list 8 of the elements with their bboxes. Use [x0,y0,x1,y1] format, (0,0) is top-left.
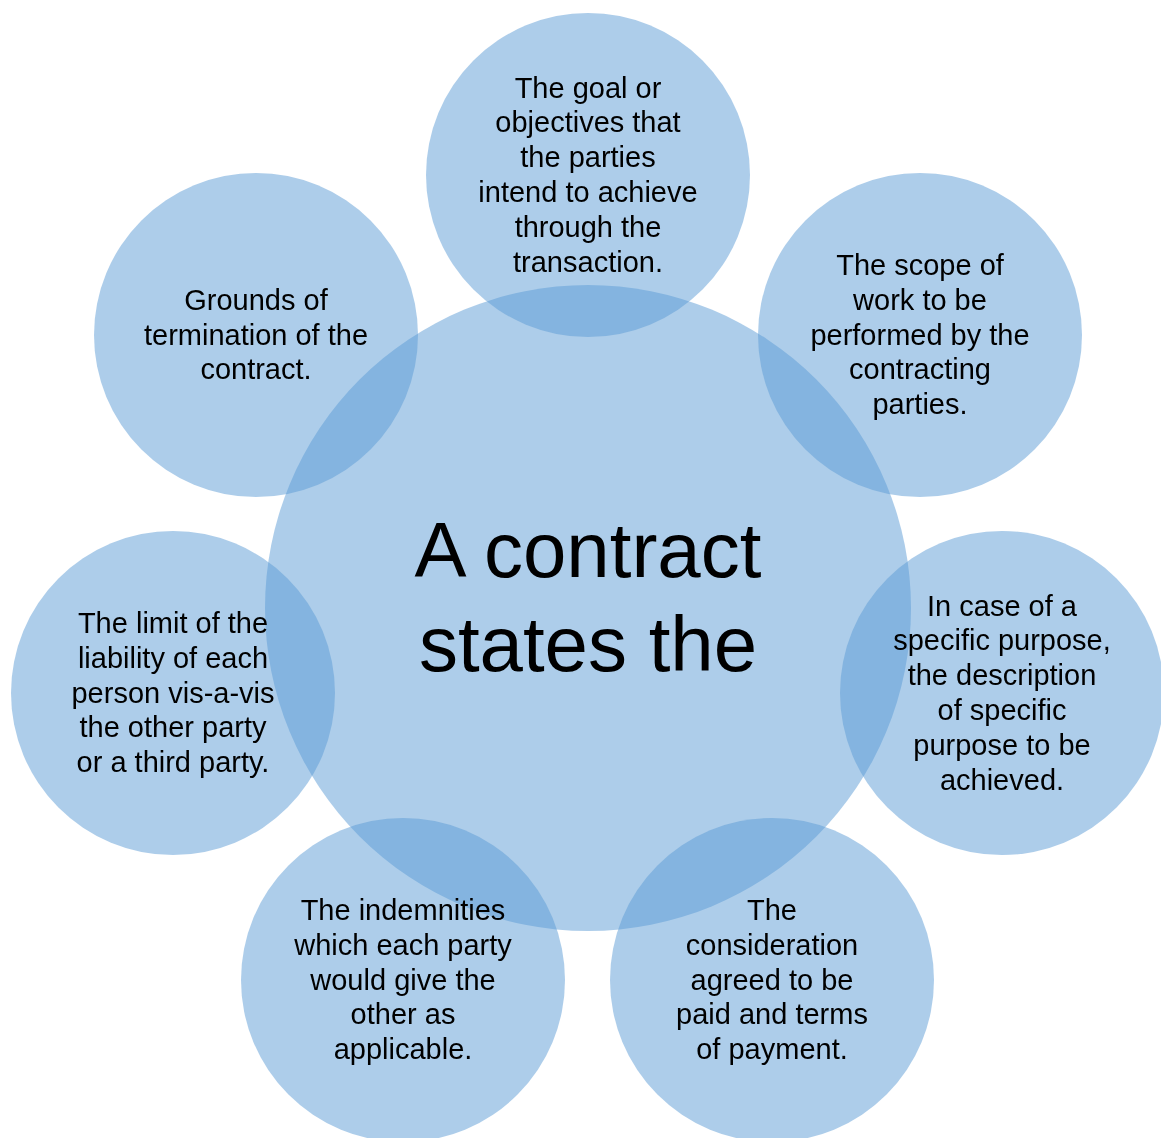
circle-text: In case of a specific purpose, the description of specific purpose to be achieved. [892,588,1112,798]
circle-text: The consideration agreed to be paid and terms of payment. [675,893,869,1067]
circle-text: Grounds of termination of the contract. [142,282,370,388]
central-heading: A contract states the [413,505,763,690]
circle-text: The goal or objectives that the parties intend to achieve through the transaction. [478,70,698,280]
circle-text: The scope of work to be performed by the contracting parties. [810,248,1030,422]
circle-text: The indemnities which each party would give the other as applicable. [293,893,513,1067]
circle-text: The limit of the liability of each person vis-a-vis the other party or a third party. [70,606,276,780]
